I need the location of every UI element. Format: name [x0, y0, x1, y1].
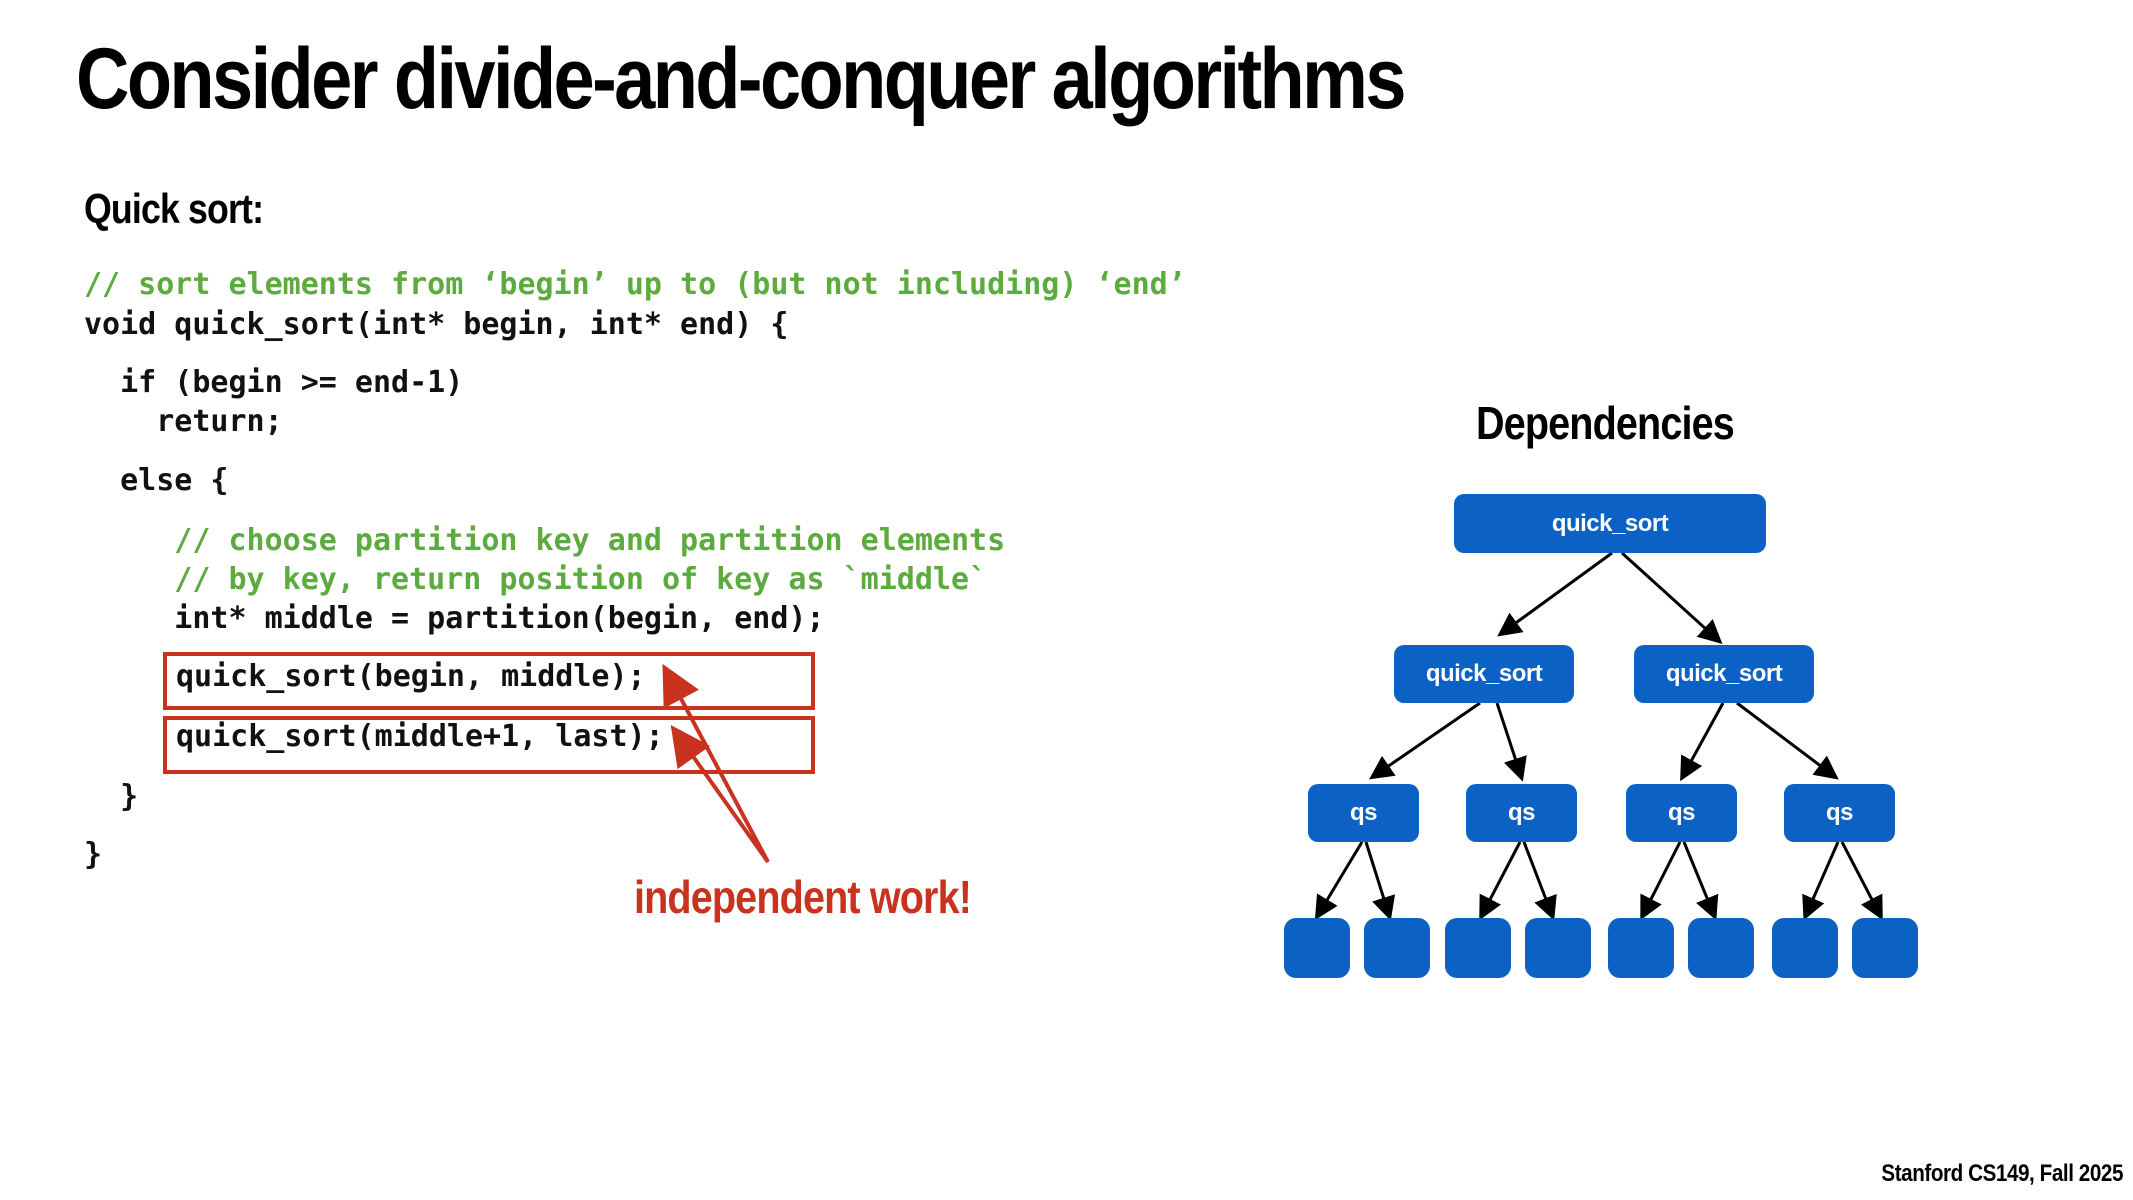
tree-node-label: quick_sort	[1665, 660, 1783, 687]
tree-edge	[1497, 551, 1613, 637]
annotation-arrow-2	[670, 724, 770, 864]
code-comment-line: // choose partition key and partition el…	[84, 523, 1006, 558]
code-line: }	[84, 837, 103, 872]
code-line: }	[84, 779, 139, 814]
independent-work-label: independent work!	[634, 871, 972, 923]
code-line: if (begin >= end-1)	[84, 365, 464, 400]
tree-node-label: qs	[1349, 799, 1378, 826]
code-line: void quick_sort(int* begin, int* end) {	[84, 307, 789, 342]
tree-edge	[1495, 702, 1527, 782]
tree-edge	[1680, 702, 1725, 782]
highlight-box-call-2	[163, 716, 815, 774]
code-line: int* middle = partition(begin, end);	[84, 601, 825, 636]
tree-edge	[1522, 841, 1557, 921]
code-line: else {	[84, 463, 229, 498]
code-line: return;	[84, 404, 283, 439]
tree-node-level1: quick_sort	[1634, 645, 1814, 703]
tree-edge	[1479, 841, 1522, 921]
tree-node-leaf	[1525, 918, 1591, 978]
tree-node-level2: qs	[1466, 784, 1577, 842]
slide-title: Consider divide-and-conquer algorithms	[76, 31, 1406, 127]
tree-edge	[1640, 841, 1682, 921]
tree-edge	[1364, 841, 1396, 921]
tree-node-level2: qs	[1308, 784, 1419, 842]
dependencies-title: Dependencies	[1476, 397, 1735, 449]
tree-node-leaf	[1852, 918, 1918, 978]
code-line-recursive-call-2: quick_sort(middle+1, last);	[176, 719, 664, 754]
highlight-box-call-1	[163, 652, 815, 710]
tree-node-label: qs	[1507, 799, 1536, 826]
tree-edge	[1369, 701, 1481, 780]
code-comment-line: // by key, return position of key as `mi…	[84, 562, 988, 597]
tree-node-leaf	[1445, 918, 1511, 978]
tree-node-label: quick_sort	[1425, 660, 1543, 687]
tree-node-level1: quick_sort	[1394, 645, 1574, 703]
tree-edge	[1802, 841, 1840, 921]
tree-edge	[1620, 551, 1723, 645]
tree-node-label: quick_sort	[1551, 509, 1669, 537]
tree-node-level2: qs	[1626, 784, 1737, 842]
section-heading: Quick sort:	[84, 185, 264, 232]
tree-node-label: qs	[1825, 799, 1854, 826]
tree-edge	[1736, 701, 1839, 780]
tree-node-level2: qs	[1784, 784, 1895, 842]
tree-edge	[1314, 841, 1364, 921]
tree-edge	[1840, 841, 1883, 921]
course-credit: Stanford CS149, Fall 2025	[1881, 1160, 2123, 1187]
tree-node-leaf	[1364, 918, 1430, 978]
tree-node-leaf	[1772, 918, 1838, 978]
tree-edge	[1682, 841, 1719, 921]
annotation-arrow-1	[662, 663, 770, 863]
tree-node-leaf	[1284, 918, 1350, 978]
tree-node-leaf	[1608, 918, 1674, 978]
tree-node-root: quick_sort	[1454, 494, 1766, 553]
code-comment-line: // sort elements from ‘begin’ up to (but…	[84, 267, 1186, 302]
code-line-recursive-call-1: quick_sort(begin, middle);	[176, 659, 646, 694]
tree-node-leaf	[1688, 918, 1754, 978]
tree-node-label: qs	[1667, 799, 1696, 826]
